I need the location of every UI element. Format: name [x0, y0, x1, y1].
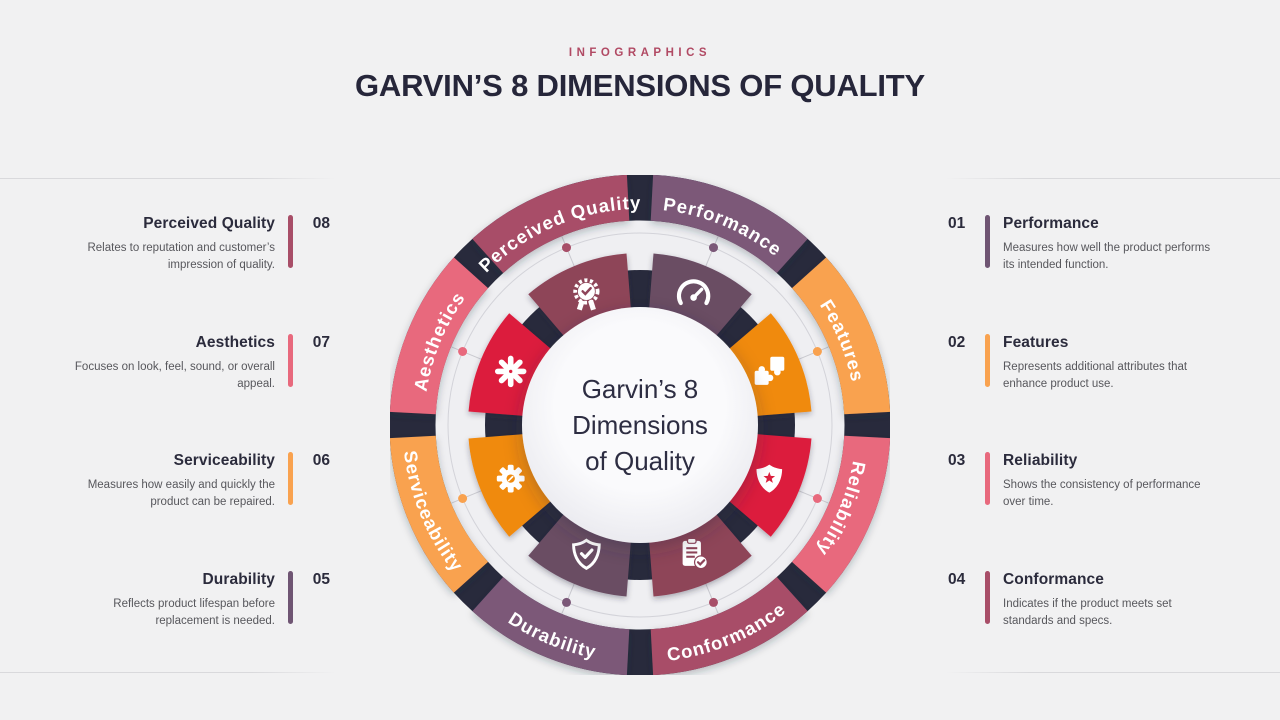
item-title: Aesthetics	[195, 334, 275, 351]
item-desc: Measures how easily and quickly the prod…	[87, 479, 275, 509]
item-number: 05	[312, 571, 330, 588]
item-text: Reliability Shows the consistency of per…	[1003, 452, 1215, 512]
item-number: 07	[312, 334, 330, 351]
ring-segment-durability	[472, 576, 630, 676]
gear-icon	[496, 464, 525, 493]
item-number: 02	[948, 334, 966, 351]
shield-star-icon	[756, 464, 783, 493]
item-text: Durability Reflects product lifespan bef…	[63, 571, 275, 631]
item-desc: Focuses on look, feel, sound, or overall…	[74, 361, 275, 391]
item-title: Conformance	[1003, 571, 1105, 588]
item-title: Reliability	[1003, 452, 1078, 469]
page-title: GARVIN’S 8 DIMENSIONS OF QUALITY	[354, 68, 926, 103]
item-number: 04	[948, 571, 966, 588]
item-number: 01	[948, 215, 966, 232]
item-text: Perceived Quality Relates to reputation …	[63, 215, 275, 275]
ring-segment-features	[791, 257, 891, 415]
quality-wheel-svg: PerformanceFeaturesReliabilityConformanc…	[389, 174, 891, 676]
item-number: 03	[948, 452, 966, 469]
item-desc: Measures how well the product performs i…	[1003, 242, 1211, 272]
center-circle	[522, 307, 758, 543]
divider-bottom-right	[946, 672, 1280, 673]
eyebrow-label: INFOGRAPHICS	[568, 47, 712, 59]
item-text: Aesthetics Focuses on look, feel, sound,…	[63, 334, 275, 394]
medal-icon	[573, 278, 600, 311]
connector-dot-perceived-quality	[562, 243, 571, 253]
ring-gap-circle	[389, 174, 891, 676]
item-text: Features Represents additional attribute…	[1003, 334, 1215, 394]
quality-item-durability: Durability Reflects product lifespan bef…	[0, 571, 330, 631]
divider-top-right	[946, 178, 1280, 179]
connector-dot-features	[812, 347, 822, 356]
center-title-line1: Garvin’s 8	[582, 374, 699, 404]
quality-item-reliability: 03 Reliability Shows the consistency of …	[948, 452, 1280, 512]
ring-segment-serviceability	[389, 435, 489, 593]
quality-item-conformance: 04 Conformance Indicates if the product …	[948, 571, 1280, 631]
quality-item-performance: 01 Performance Measures how well the pro…	[948, 215, 1280, 275]
quality-item-aesthetics: Aesthetics Focuses on look, feel, sound,…	[0, 334, 330, 394]
accent-bar	[985, 571, 990, 624]
item-title: Serviceability	[173, 452, 275, 469]
item-desc: Represents additional attributes that en…	[1003, 361, 1188, 391]
connector-dot-conformance	[709, 597, 718, 607]
header: INFOGRAPHICS GARVIN’S 8 DIMENSIONS OF QU…	[0, 47, 1280, 104]
item-text: Serviceability Measures how easily and q…	[63, 452, 275, 512]
puzzle-icon	[754, 356, 785, 385]
gauge-icon	[676, 279, 711, 306]
item-text: Conformance Indicates if the product mee…	[1003, 571, 1215, 631]
ring-segment-reliability	[791, 435, 891, 593]
accent-bar	[985, 452, 990, 505]
item-title: Durability	[202, 571, 275, 588]
connector-dot-performance	[709, 243, 718, 253]
ring-segment-conformance	[650, 576, 808, 676]
ring-segment-perceived-quality	[472, 174, 630, 274]
accent-bar	[985, 215, 990, 268]
quality-item-perceived-quality: Perceived Quality Relates to reputation …	[0, 215, 330, 275]
accent-bar	[288, 571, 293, 624]
shield-check-icon	[572, 538, 601, 570]
quality-item-serviceability: Serviceability Measures how easily and q…	[0, 452, 330, 512]
item-desc: Shows the consistency of performance ove…	[1003, 479, 1201, 509]
connector-dot-reliability	[812, 494, 822, 503]
clipboard-check-icon	[682, 537, 708, 570]
quality-item-features: 02 Features Represents additional attrib…	[948, 334, 1280, 394]
accent-bar	[985, 334, 990, 387]
ring-segment-aesthetics	[389, 257, 489, 415]
item-text: Performance Measures how well the produc…	[1003, 215, 1215, 275]
item-desc: Indicates if the product meets set stand…	[1003, 598, 1172, 628]
connector-dot-aesthetics	[458, 347, 468, 356]
divider-top-left	[0, 178, 336, 179]
accent-bar	[288, 215, 293, 268]
connector-dot-durability	[562, 597, 571, 607]
ring-segment-performance	[650, 174, 808, 274]
item-title: Features	[1003, 334, 1069, 351]
item-title: Perceived Quality	[143, 215, 275, 232]
connector-dot-serviceability	[458, 494, 468, 503]
item-desc: Relates to reputation and customer’s imp…	[87, 242, 275, 272]
center-title-line2: Dimensions	[572, 410, 708, 440]
divider-bottom-left	[0, 672, 336, 673]
item-desc: Reflects product lifespan before replace…	[113, 598, 275, 628]
item-title: Performance	[1003, 215, 1099, 232]
asterisk-icon	[494, 355, 527, 388]
accent-bar	[288, 452, 293, 505]
accent-bar	[288, 334, 293, 387]
item-number: 08	[312, 215, 330, 232]
center-title-line3: of Quality	[585, 446, 695, 476]
item-number: 06	[312, 452, 330, 469]
